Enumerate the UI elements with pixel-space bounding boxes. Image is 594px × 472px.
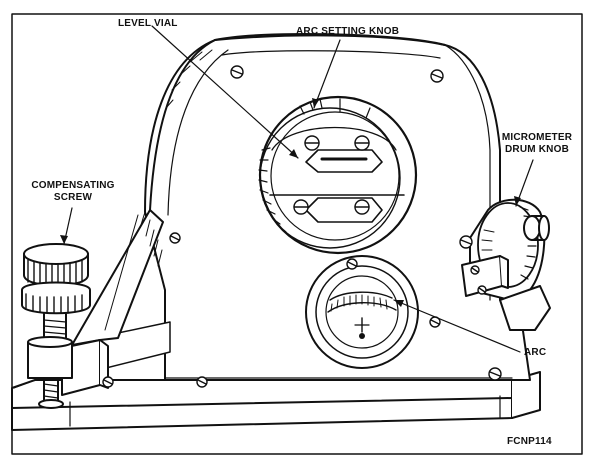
- figure-frame: [11, 13, 583, 455]
- screw: [293, 199, 309, 215]
- screw: [354, 135, 370, 151]
- screw: [304, 135, 320, 151]
- screw: [430, 69, 444, 83]
- screw: [459, 235, 473, 249]
- compensating-screw: [21, 243, 91, 409]
- screw: [488, 367, 502, 381]
- screw: [429, 316, 441, 328]
- level-vial-drum: [258, 95, 418, 255]
- leader-arc: [393, 299, 521, 353]
- screw-heads: [102, 65, 502, 388]
- label-arc: ARC: [524, 347, 547, 358]
- left-arm: [71, 209, 164, 346]
- figure-code: FCNP114: [507, 436, 552, 447]
- screw: [346, 258, 358, 270]
- label-compensating-screw: COMPENSATING SCREW: [18, 180, 128, 204]
- arc-window: [305, 255, 419, 369]
- label-compensating-line2: SCREW: [53, 192, 93, 203]
- label-micrometer-drum-knob: MICROMETER DRUM KNOB: [496, 132, 578, 156]
- label-micrometer-line1: MICROMETER: [501, 132, 573, 143]
- screw: [354, 199, 370, 215]
- base-plate: [11, 371, 541, 431]
- label-compensating-line1: COMPENSATING: [31, 180, 115, 191]
- leader-arc-setting-knob: [313, 39, 341, 109]
- screw: [477, 285, 487, 295]
- screw: [102, 376, 114, 388]
- label-level-vial: LEVEL VIAL: [118, 18, 178, 29]
- screw: [470, 265, 480, 275]
- label-micrometer-line2: DRUM KNOB: [504, 144, 570, 155]
- screw: [230, 65, 244, 79]
- label-arc-setting-knob: ARC SETTING KNOB: [296, 26, 400, 37]
- screw: [196, 376, 208, 388]
- screw: [169, 232, 181, 244]
- leader-level-vial: [151, 25, 299, 159]
- leader-arrowheads: [60, 98, 521, 307]
- micrometer-drum-knob: [461, 198, 551, 331]
